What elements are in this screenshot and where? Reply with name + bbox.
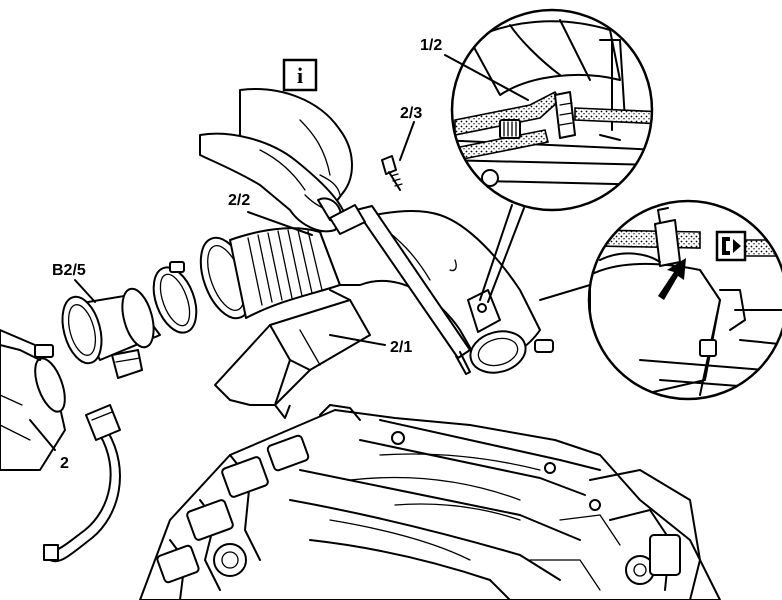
bolt	[381, 155, 403, 191]
air-filter-housing	[0, 329, 66, 471]
callout-2-1: 2/1	[390, 339, 412, 356]
callout-2-2: 2/2	[228, 192, 250, 209]
callout-b2-5: B2/5	[52, 262, 86, 279]
duct-bracket	[214, 289, 371, 419]
callout-leaders	[29, 54, 529, 451]
detail-leader-lines	[479, 204, 591, 303]
engine-intake-manifold	[139, 404, 721, 600]
air-mass-sensor	[61, 287, 161, 379]
arrow-icon	[658, 258, 686, 300]
intake-air-duct	[199, 210, 554, 374]
callout-1-2: 1/2	[420, 37, 442, 54]
cross-reference-icon	[715, 230, 747, 262]
hose-clamp	[152, 261, 198, 334]
callout-2: 2	[60, 455, 69, 472]
svg-text:i: i	[297, 63, 303, 88]
technician-hands	[199, 88, 471, 375]
callout-2-3: 2/3	[400, 105, 422, 122]
sensor-wiring-harness	[43, 404, 121, 563]
detail-view-right	[587, 199, 782, 401]
info-icon: i	[282, 58, 318, 92]
detail-view-top	[450, 8, 654, 212]
